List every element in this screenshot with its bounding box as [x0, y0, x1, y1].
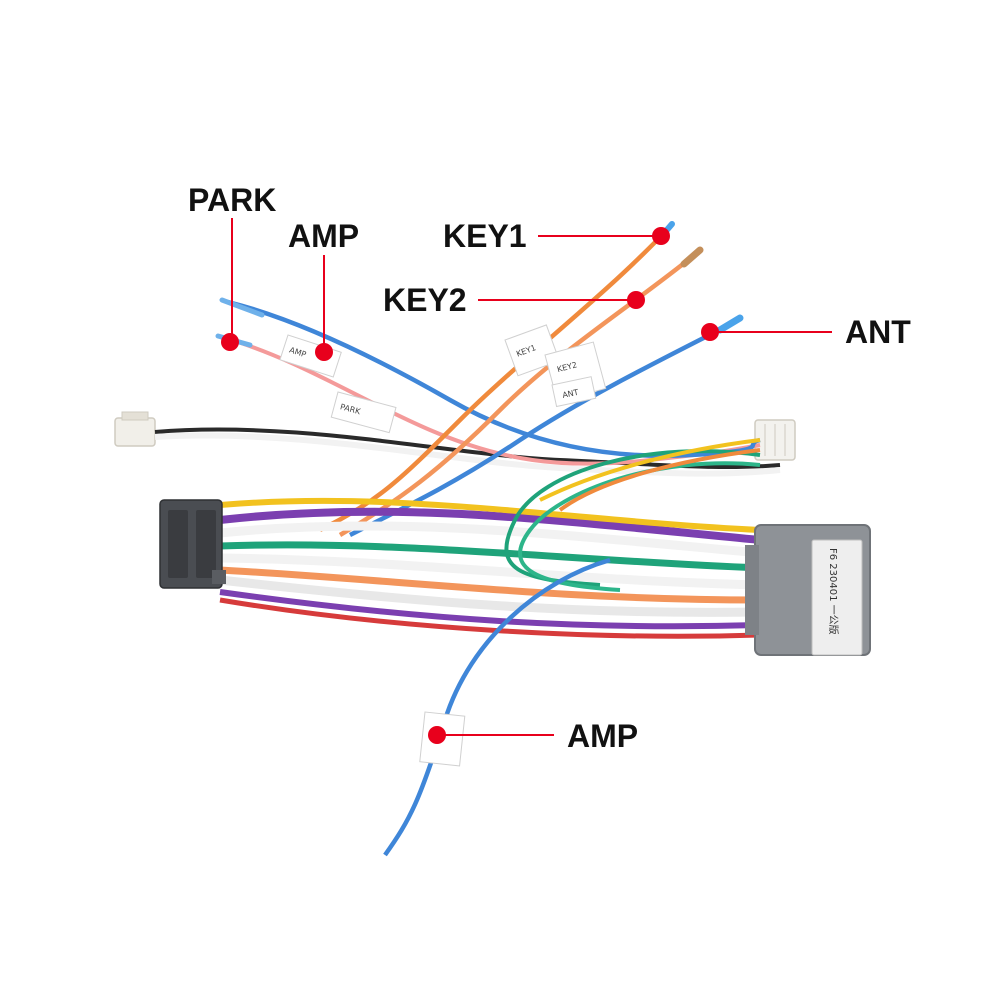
white-connector-right	[754, 419, 796, 461]
marker-amp-top	[315, 343, 333, 361]
main-wire-bundle	[219, 497, 761, 639]
wire-yellow-top	[539, 438, 761, 502]
wire-key2-tip	[680, 246, 704, 268]
svg-text:ANT: ANT	[561, 388, 579, 400]
tag-amp-wire: AMP	[279, 334, 342, 378]
main-connector-left	[159, 499, 226, 589]
wire-key1	[318, 230, 667, 533]
tag-key1-wire: KEY1	[504, 324, 560, 377]
wire-white-left	[154, 432, 781, 477]
label-park: PARK	[188, 182, 277, 218]
label-amp-top: AMP	[288, 218, 360, 254]
marker-key1	[652, 227, 670, 245]
label-ant: ANT	[845, 314, 911, 350]
marker-park	[221, 333, 239, 351]
label-amp-bottom: AMP	[567, 718, 639, 754]
tag-ant-wire: ANT	[551, 376, 597, 408]
label-key2: KEY2	[383, 282, 467, 318]
wire-ant-tip	[716, 314, 744, 334]
wire-orange-top	[558, 448, 761, 512]
wire-amp-top	[227, 299, 761, 458]
callout-markers	[221, 227, 719, 744]
main-connector-right: F6 230401 一公版	[745, 524, 871, 656]
callout-lines	[231, 218, 832, 736]
connector-plate-text: F6 230401 一公版	[827, 548, 840, 635]
wire-green-loop	[504, 449, 761, 587]
marker-amp-bottom	[428, 726, 446, 744]
marker-ant	[701, 323, 719, 341]
wire-amp-bottom	[383, 557, 611, 857]
wire-amp-top-tip	[219, 297, 265, 318]
small-white-connector-left	[114, 411, 156, 447]
marker-key2	[627, 291, 645, 309]
tag-park-wire: PARK	[330, 391, 397, 434]
label-key1: KEY1	[443, 218, 527, 254]
